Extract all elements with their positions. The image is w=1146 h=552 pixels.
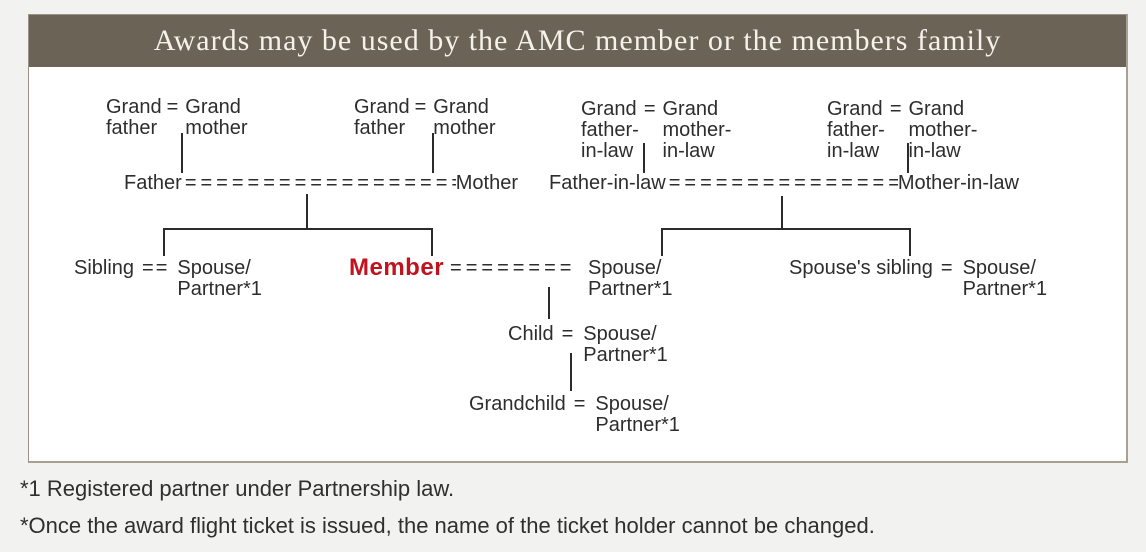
spouse-sibling-spouse-label: Spouse/ Partner*1 [962, 257, 1048, 300]
parents-row: Father ==================== Mother [124, 173, 518, 194]
diagram-canvas: Grand father = Grand mother Grand father… [29, 67, 1126, 462]
panel-title: Awards may be used by the AMC member or … [153, 24, 1002, 57]
descent-bracket [661, 228, 911, 256]
grandparents-in-law-couple-1: Grand father- in-law = Grand mother- in-… [581, 99, 731, 162]
child-spouse-label: Spouse/ Partner*1 [583, 323, 668, 366]
mother-in-law-label: Mother-in-law [897, 172, 1019, 194]
footnote-ticket-holder: *Once the award flight ticket is issued,… [20, 513, 875, 538]
child-row: Child = Spouse/ Partner*1 [508, 324, 668, 366]
grandfather-label: Grand father [106, 96, 162, 139]
father-label: Father [124, 172, 182, 194]
grandmother-label: Grand mother [185, 96, 248, 139]
marriage-equals: = [889, 98, 904, 120]
grandparents-in-law-couple-2: Grand father- in-law = Grand mother- in-… [827, 99, 977, 162]
grandchild-label: Grandchild [469, 393, 566, 415]
descent-bracket [163, 228, 433, 256]
spouse-sibling-label: Spouse's sibling [789, 257, 933, 279]
grandmother-in-law-label: Grand mother- in-law [662, 98, 732, 162]
marriage-equals-chain: ==================== [184, 173, 456, 194]
marriage-equals: == [142, 257, 170, 279]
sibling-row: Sibling == Spouse/ Partner*1 [74, 258, 262, 300]
connector-line [643, 143, 645, 173]
marriage-equals: = [166, 96, 181, 118]
connector-line [570, 353, 572, 391]
family-diagram-panel: Awards may be used by the AMC member or … [28, 14, 1128, 463]
grandchild-spouse-label: Spouse/ Partner*1 [595, 393, 680, 436]
member-label: Member [349, 254, 445, 281]
marriage-equals: = [414, 96, 429, 118]
grandmother-label: Grand mother [433, 96, 496, 139]
child-label: Child [508, 323, 554, 345]
marriage-equals: = [573, 393, 588, 415]
sibling-spouse-label: Spouse/ Partner*1 [177, 257, 262, 300]
connector-line [306, 194, 308, 228]
marriage-equals: = [940, 257, 955, 279]
connector-line [181, 133, 183, 173]
parents-in-law-row: Father-in-law ================== Mother-… [549, 173, 1019, 194]
member-spouse-label: Spouse/ Partner*1 [588, 257, 673, 300]
connector-line [432, 133, 434, 173]
connector-line [907, 143, 909, 173]
sibling-label: Sibling [74, 257, 135, 279]
grandfather-label: Grand father [354, 96, 410, 139]
grandfather-in-law-label: Grand father- in-law [581, 98, 639, 162]
connector-line [781, 196, 783, 228]
spouse-sibling-row: Spouse's sibling = Spouse/ Partner*1 [789, 258, 1047, 300]
connector-line [548, 287, 550, 319]
father-in-law-label: Father-in-law [549, 172, 666, 194]
footnote-registered-partner: *1 Registered partner under Partnership … [20, 476, 455, 501]
marriage-equals-chain: ================== [668, 173, 898, 194]
marriage-equals: = [643, 98, 658, 120]
grandparents-couple-paternal: Grand father = Grand mother [106, 97, 248, 139]
grandfather-in-law-label: Grand father- in-law [827, 98, 885, 162]
grandmother-in-law-label: Grand mother- in-law [908, 98, 978, 162]
member-row: Member ======== Spouse/ Partner*1 [349, 256, 673, 300]
panel-header: Awards may be used by the AMC member or … [29, 15, 1126, 67]
marriage-equals-chain: ======== [450, 257, 576, 279]
marriage-equals: = [561, 323, 576, 345]
mother-label: Mother [455, 172, 518, 194]
grandchild-row: Grandchild = Spouse/ Partner*1 [469, 394, 680, 436]
grandparents-couple-maternal: Grand father = Grand mother [354, 97, 496, 139]
